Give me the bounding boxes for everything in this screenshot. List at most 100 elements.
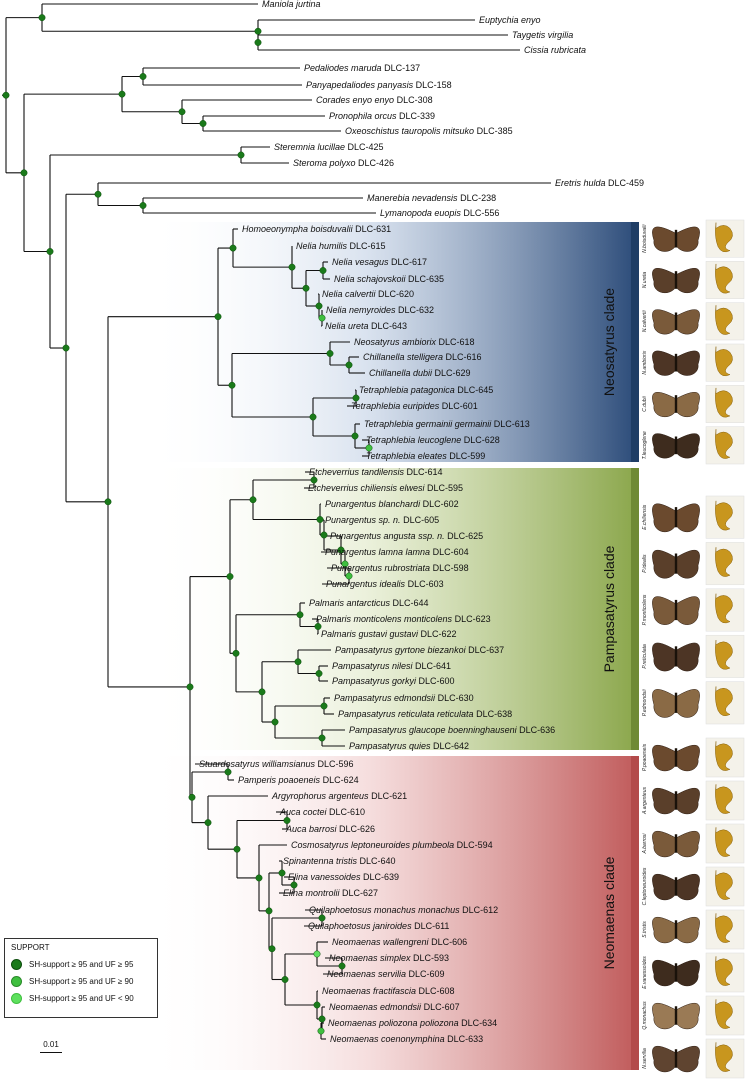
tip-voucher-code: DLC-641: [413, 661, 452, 671]
tip-label: Spinantenna tristis DLC-640: [283, 856, 396, 866]
tip-label: Tetraphlebia eleates DLC-599: [366, 451, 485, 461]
specimen-label: A.argenteus: [642, 787, 648, 815]
legend-item-label: SH-support ≥ 95 and UF ≥ 90: [29, 977, 134, 986]
pampasatyrus-specimen: P.edmondsii: [642, 681, 745, 725]
neosatyrus-specimen: N.ureta: [642, 261, 745, 299]
neomaenas-specimen: A.argenteus: [642, 780, 745, 821]
legend-item-label: SH-support ≥ 95 and UF < 90: [29, 994, 134, 1003]
butterfly-body: [674, 834, 678, 853]
tip-voucher-code: DLC-614: [404, 467, 443, 477]
neomaenas-specimen: E.vanessoides: [642, 952, 745, 993]
support-node: [214, 313, 222, 321]
tip-species-name: Nelia calvertii: [322, 289, 377, 299]
support-node: [254, 27, 262, 35]
support-node: [281, 976, 289, 983]
support-node: [318, 1015, 326, 1023]
support-node: [309, 413, 317, 421]
genitalia-shape: [715, 305, 733, 335]
tip-species-name: Auca coctei: [279, 807, 328, 817]
tip-label: Palmaris gustavi gustavi DLC-622: [321, 629, 457, 639]
tip-voucher-code: DLC-631: [353, 224, 392, 234]
tip-label: Neomaenas fractifascia DLC-608: [322, 986, 455, 996]
tip-label: Cissia rubricata: [524, 45, 586, 55]
tip-species-name: Palmaris monticolens monticolens: [316, 614, 453, 624]
support-node: [315, 670, 323, 677]
tip-voucher-code: DLC-625: [445, 531, 484, 541]
support-legend: SUPPORT SH-support ≥ 95 and UF ≥ 95 SH-s…: [4, 938, 158, 1018]
support-node: [46, 248, 54, 255]
butterfly-body: [674, 748, 678, 767]
tip-species-name: Cissia rubricata: [524, 45, 586, 55]
genitalia-shape: [715, 640, 733, 670]
tip-label: Nelia vesagus DLC-617: [332, 257, 427, 267]
tip-species-name: Nelia schajovskoii: [334, 274, 407, 284]
support-node: [365, 444, 373, 452]
neosatyrus-clade-label: Neosatyrus clade: [601, 288, 617, 396]
support-node: [249, 496, 257, 504]
support-node: [271, 718, 279, 726]
genitalia-shape: [715, 429, 733, 459]
tip-species-name: Neomaenas fractifascia: [322, 986, 416, 996]
tip-species-name: Chillanella stelligera: [363, 352, 443, 362]
tip-label: Punargentus blanchardi DLC-602: [325, 499, 459, 509]
neomaenas-specimen: C.leptoneuroides: [642, 866, 745, 907]
tip-species-name: Elina montrolii: [283, 888, 341, 898]
support-node: [318, 914, 326, 922]
butterfly-body: [674, 1006, 678, 1025]
tip-voucher-code: DLC-621: [369, 791, 408, 801]
tip-label: Nelia calvertii DLC-620: [322, 289, 414, 299]
tip-species-name: Spinantenna tristis: [283, 856, 358, 866]
tip-species-name: Neomaenas simplex: [329, 953, 411, 963]
neomaenas-specimen: N.servilia: [642, 1038, 745, 1079]
tip-voucher-code: DLC-459: [606, 178, 645, 188]
tip-species-name: Neomaenas wallengreni: [332, 937, 430, 947]
tip-voucher-code: DLC-638: [474, 709, 513, 719]
specimen-label: Q.monachus: [642, 1001, 648, 1030]
pampasatyrus-clade-band: [145, 468, 639, 750]
tip-species-name: Etcheverrius chiliensis elwesi: [308, 483, 426, 493]
tip-voucher-code: DLC-426: [356, 158, 395, 168]
tip-voucher-code: DLC-600: [416, 676, 455, 686]
tip-label: Punargentus rubrostriata DLC-598: [331, 563, 469, 573]
butterfly-body: [674, 507, 678, 528]
pampasatyrus-specimen: P.reticulata: [642, 634, 745, 678]
genitalia-shape: [715, 870, 733, 900]
support-node: [302, 284, 310, 292]
tip-species-name: Punargentus idealis: [326, 579, 406, 589]
genitalia-shape: [715, 346, 733, 377]
genitalia-shape: [715, 913, 733, 943]
tip-voucher-code: DLC-556: [461, 208, 500, 218]
tip-species-name: Eretris hulda: [555, 178, 606, 188]
genitalia-shape: [715, 547, 733, 577]
support-nodes: [2, 14, 373, 1035]
tip-voucher-code: DLC-634: [459, 1018, 498, 1028]
support-node: [318, 734, 326, 742]
support-node: [313, 1001, 321, 1009]
specimen-label: P.monticolens: [642, 594, 648, 625]
legend-item-label: SH-support ≥ 95 and UF ≥ 95: [29, 960, 134, 969]
tip-label: Punargentus sp. n. DLC-605: [325, 515, 439, 525]
butterfly-body: [674, 271, 678, 289]
tip-voucher-code: DLC-624: [320, 775, 359, 785]
tip-label: Pamperis poaoeneis DLC-624: [238, 775, 359, 785]
pampasatyrus-specimen: P.idealis: [642, 542, 745, 586]
tip-voucher-code: DLC-612: [460, 905, 499, 915]
tip-label: Pampasatyrus quies DLC-642: [349, 741, 469, 751]
tip-label: Tetraphlebia patagonica DLC-645: [359, 385, 493, 395]
tip-species-name: Maniola jurtina: [262, 0, 321, 9]
tip-label: Pampasatyrus edmondsii DLC-630: [334, 693, 474, 703]
support-node: [338, 962, 346, 970]
tip-voucher-code: DLC-158: [413, 80, 452, 90]
tip-label: Palmaris antarcticus DLC-644: [309, 598, 429, 608]
tip-species-name: Palmaris antarcticus: [309, 598, 391, 608]
support-node: [319, 267, 327, 274]
tip-label: Punargentus lamna lamna DLC-604: [325, 547, 469, 557]
tip-voucher-code: DLC-599: [447, 451, 486, 461]
tip-species-name: Pampasatyrus glaucope boenninghauseni: [349, 725, 518, 735]
tip-voucher-code: DLC-308: [394, 95, 433, 105]
tip-label: Palmaris monticolens monticolens DLC-623: [316, 614, 491, 624]
tip-label: Maniola jurtina: [262, 0, 321, 9]
tip-species-name: Elina vanessoides: [288, 872, 361, 882]
tip-label: Stuardosatyrus williamsianus DLC-596: [199, 759, 354, 769]
